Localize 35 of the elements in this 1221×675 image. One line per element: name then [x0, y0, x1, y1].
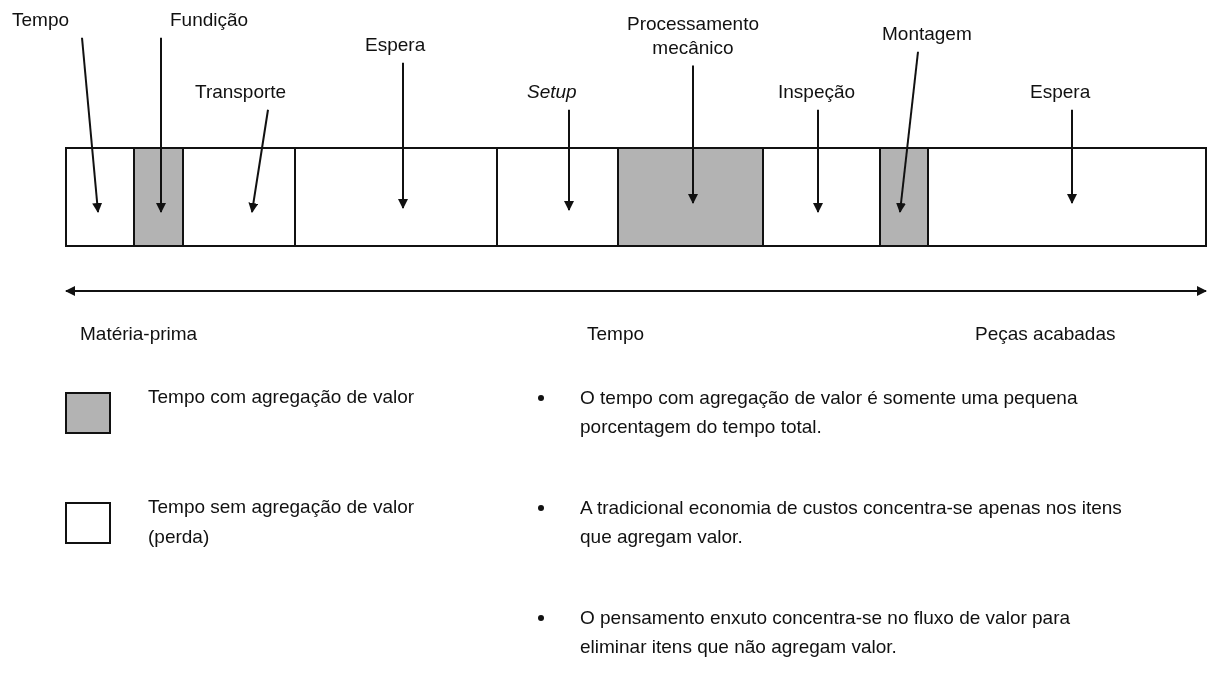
waste-segment — [182, 147, 296, 247]
leader-arrow — [398, 61, 408, 209]
bullet-text: O tempo com agregação de valor é somente uma pequena porcentagem do tempo total. — [580, 386, 1079, 439]
bullet-text: O pensamento enxuto concentra-se no fluxo de valor para eliminar itens que não agregam valor. — [580, 606, 1072, 659]
leader-arrow — [813, 108, 823, 213]
step-label: Espera — [365, 33, 426, 57]
value-added-segment — [879, 147, 929, 247]
leader-arrow — [81, 36, 103, 213]
value-added-segment — [133, 147, 184, 247]
waste-segment — [927, 147, 1207, 247]
waste-segment — [294, 147, 498, 247]
step-label: Tempo — [12, 8, 70, 32]
waste-segment — [65, 147, 135, 247]
step-label: Processamento mecânico — [603, 12, 783, 60]
step-label: Montagem — [882, 22, 972, 46]
bullet-text: A tradicional economia de custos concentra-se apenas nos itens que agregam valor. — [580, 496, 1123, 549]
leader-arrow — [156, 36, 166, 213]
legend-label: Tempo sem agregação de valor (perda) — [148, 495, 416, 550]
step-label: Fundição — [170, 8, 249, 32]
axis-label: Tempo — [587, 322, 645, 346]
step-label: Inspeção — [778, 80, 856, 104]
step-label: Setup — [527, 80, 577, 104]
waste-segment — [762, 147, 881, 247]
leader-arrow — [248, 108, 269, 213]
step-label: Espera — [1030, 80, 1091, 104]
step-label: Transporte — [195, 80, 287, 104]
leader-arrow — [688, 64, 698, 204]
leader-arrow — [1067, 108, 1077, 204]
axis-label: Matéria-prima — [80, 322, 198, 346]
waste-segment — [496, 147, 619, 247]
legend-label: Tempo com agregação de valor — [148, 385, 416, 409]
leader-arrow — [896, 50, 919, 213]
axis-label: Peças acabadas — [975, 322, 1116, 346]
leader-arrow — [564, 108, 574, 211]
value-added-segment — [617, 147, 764, 247]
